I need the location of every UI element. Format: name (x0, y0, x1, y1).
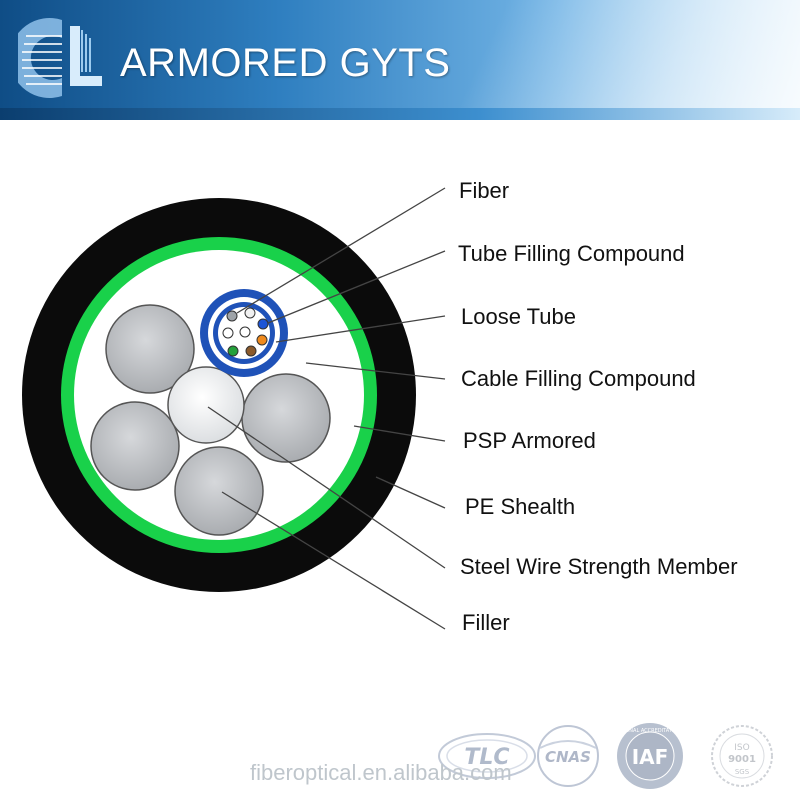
leader-line-pe-shealth (375, 476, 446, 509)
cnas-text: CNAS (545, 748, 591, 766)
iaf-logo-icon: IAF INTERNATIONAL ACCREDITATION FORUM (599, 723, 701, 789)
label-loose-tube: Loose Tube (461, 304, 576, 329)
cable-cross-section-diagram (22, 187, 446, 630)
fiber (244, 307, 256, 319)
header-stripe (0, 108, 800, 120)
iaf-text: IAF (632, 745, 669, 769)
iso-text: ISO (734, 743, 749, 753)
filler (241, 373, 331, 463)
fiber (222, 327, 234, 339)
leader-line-loose-tube (275, 315, 446, 343)
label-cable-filling-compound: Cable Filling Compound (461, 366, 696, 391)
iaf-ring-text: INTERNATIONAL ACCREDITATION FORUM (599, 728, 701, 734)
fiber (256, 334, 268, 346)
header-highlight (452, 0, 800, 120)
fiber (226, 310, 238, 322)
sgs-text: SGS (735, 768, 750, 776)
iso-number-text: 9001 (728, 754, 756, 765)
leader-line-fiber (236, 187, 446, 314)
cnas-logo-icon: CNAS (537, 725, 599, 787)
label-tube-filling-compound: Tube Filling Compound (458, 241, 685, 266)
filler (174, 446, 264, 536)
label-psp-armored: PSP Armored (463, 428, 596, 453)
leader-line-psp-armored (353, 425, 446, 442)
leader-line-cable-filling-compound (305, 362, 446, 380)
leader-line-filler (221, 491, 446, 630)
fiber (239, 326, 251, 338)
label-fiber: Fiber (459, 178, 510, 203)
fiber (227, 345, 239, 357)
fiber (245, 345, 257, 357)
iso-9001-logo-icon: ISO 9001 SGS (711, 725, 773, 787)
label-steel-wire-strength-member: Steel Wire Strength Member (460, 554, 738, 579)
header-banner: ARMORED GYTS (0, 0, 800, 120)
page-title: ARMORED GYTS (120, 41, 451, 85)
filler (105, 304, 195, 394)
leader-line-steel-wire (207, 406, 446, 569)
label-filler: Filler (462, 610, 510, 635)
steel-wire-strength-member (167, 366, 245, 444)
fiber (257, 318, 269, 330)
tlc-logo-icon: TLC (438, 733, 536, 779)
label-pe-shealth: PE Shealth (465, 494, 576, 519)
leader-line-tube-filling-compound (267, 250, 446, 324)
company-logo-icon (18, 18, 102, 98)
certification-logos: TLC CNAS IAF INTERNATIONAL ACCREDITATION… (438, 723, 773, 789)
footer-url: fiberoptical.en.alibaba.com (250, 760, 512, 785)
tlc-text: TLC (464, 745, 509, 770)
filler (90, 401, 180, 491)
